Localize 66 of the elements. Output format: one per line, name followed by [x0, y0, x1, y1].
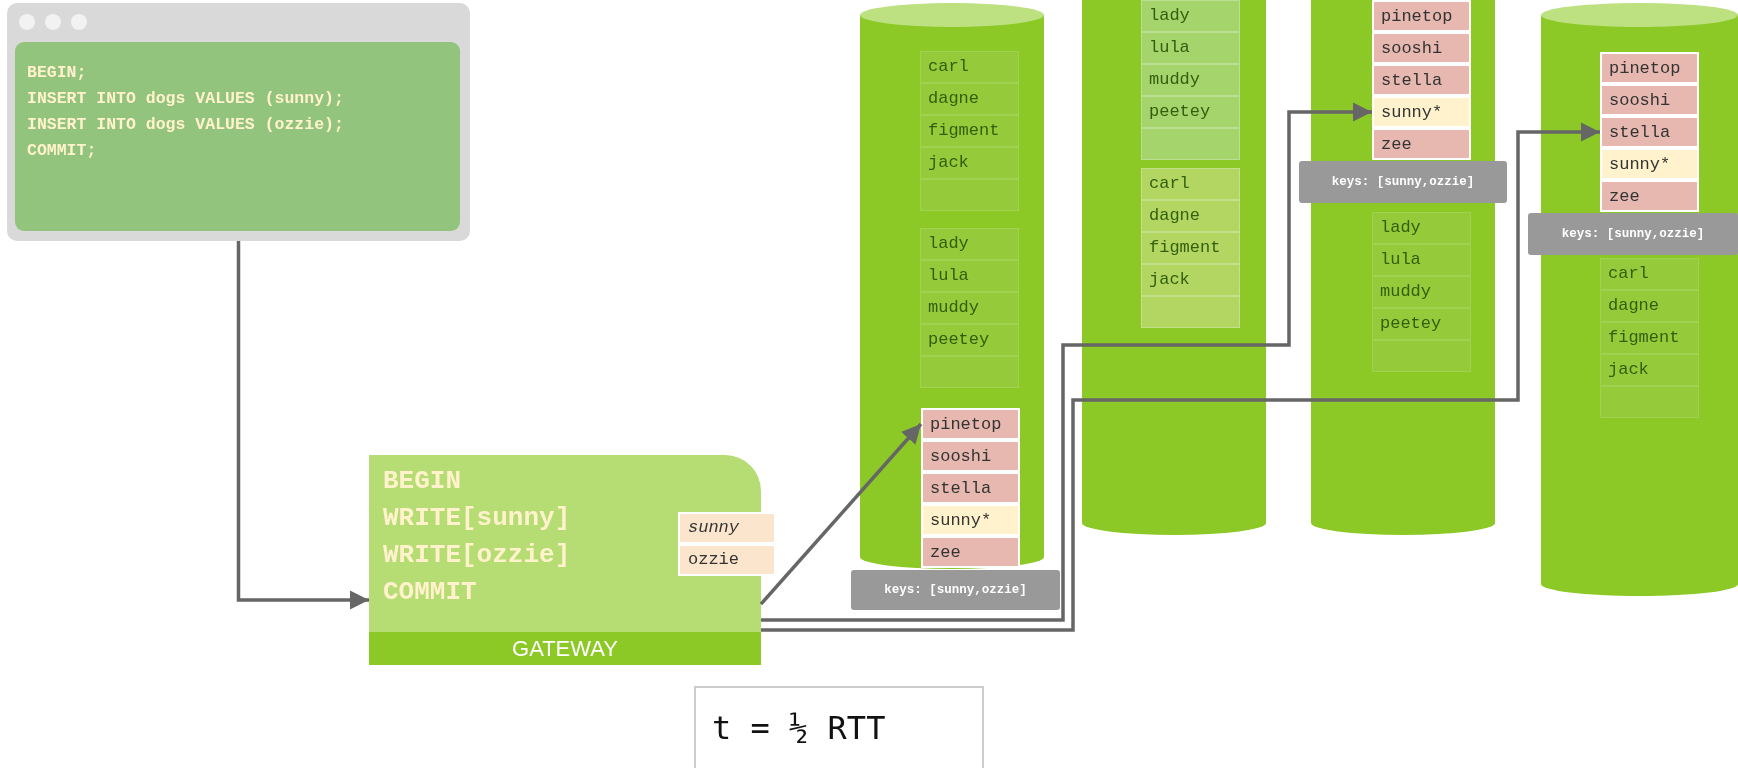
arrow — [761, 102, 1372, 622]
key-row: pinetop — [1600, 52, 1699, 84]
keys-bar: keys: [sunny,ozzie] — [1299, 161, 1507, 203]
key-row: lady — [1372, 212, 1471, 244]
key-row: figment — [920, 115, 1019, 147]
key-row: zee — [1600, 180, 1699, 212]
key-row: zee — [921, 536, 1020, 568]
key-row: lady — [1141, 0, 1240, 32]
key-row: peetey — [920, 324, 1019, 356]
key-row: sunny* — [921, 504, 1020, 536]
keys-bar: keys: [sunny,ozzie] — [851, 570, 1060, 610]
empty-row — [920, 356, 1019, 388]
key-row: sunny* — [1372, 96, 1471, 128]
key-row: jack — [1141, 264, 1240, 296]
code-line: WRITE[ozzie] — [383, 539, 571, 572]
empty-row — [1600, 386, 1699, 418]
key-row: stella — [921, 472, 1020, 504]
key-row: jack — [920, 147, 1019, 179]
key-row: dagne — [1141, 200, 1240, 232]
key-row: sooshi — [1600, 84, 1699, 116]
key-row: peetey — [1141, 96, 1240, 128]
code-line: INSERT INTO dogs VALUES (ozzie); — [27, 114, 344, 136]
gateway-box — [369, 455, 761, 665]
key-row: figment — [1600, 322, 1699, 354]
key-row: muddy — [920, 292, 1019, 324]
empty-row — [920, 179, 1019, 211]
key-row: sooshi — [1372, 32, 1471, 64]
empty-row — [1141, 128, 1240, 160]
key-row: lula — [920, 260, 1019, 292]
key-row: stella — [1600, 116, 1699, 148]
key-row: ozzie — [678, 544, 776, 576]
keys-bar: keys: [sunny,ozzie] — [1528, 213, 1738, 255]
key-row: sooshi — [921, 440, 1020, 472]
key-row: stella — [1372, 64, 1471, 96]
key-row: lady — [920, 228, 1019, 260]
code-line: INSERT INTO dogs VALUES (sunny); — [27, 88, 344, 110]
key-row: jack — [1600, 354, 1699, 386]
key-row: figment — [1141, 232, 1240, 264]
key-row: muddy — [1141, 64, 1240, 96]
key-row: zee — [1372, 128, 1471, 160]
key-row: carl — [920, 51, 1019, 83]
timing-note: t = ½ RTT — [694, 686, 984, 768]
empty-row — [1372, 340, 1471, 372]
key-row: sunny — [678, 512, 776, 544]
key-row: lula — [1141, 32, 1240, 64]
gateway-band: GATEWAY — [369, 632, 761, 665]
code-line: BEGIN — [383, 465, 461, 498]
arrow — [761, 122, 1600, 632]
key-row: peetey — [1372, 308, 1471, 340]
key-row: pinetop — [921, 408, 1020, 440]
code-line: COMMIT; — [27, 140, 97, 162]
arrow — [236, 241, 369, 610]
key-row: pinetop — [1372, 0, 1471, 32]
code-line: BEGIN; — [27, 62, 87, 84]
key-row: dagne — [920, 83, 1019, 115]
empty-row — [1141, 296, 1240, 328]
key-row: muddy — [1372, 276, 1471, 308]
key-row: lula — [1372, 244, 1471, 276]
code-line: COMMIT — [383, 576, 477, 609]
code-line: WRITE[sunny] — [383, 502, 571, 535]
arrow — [759, 422, 923, 606]
key-row: carl — [1600, 258, 1699, 290]
key-row: carl — [1141, 168, 1240, 200]
key-row: sunny* — [1600, 148, 1699, 180]
browser-window — [7, 3, 470, 241]
key-row: dagne — [1600, 290, 1699, 322]
